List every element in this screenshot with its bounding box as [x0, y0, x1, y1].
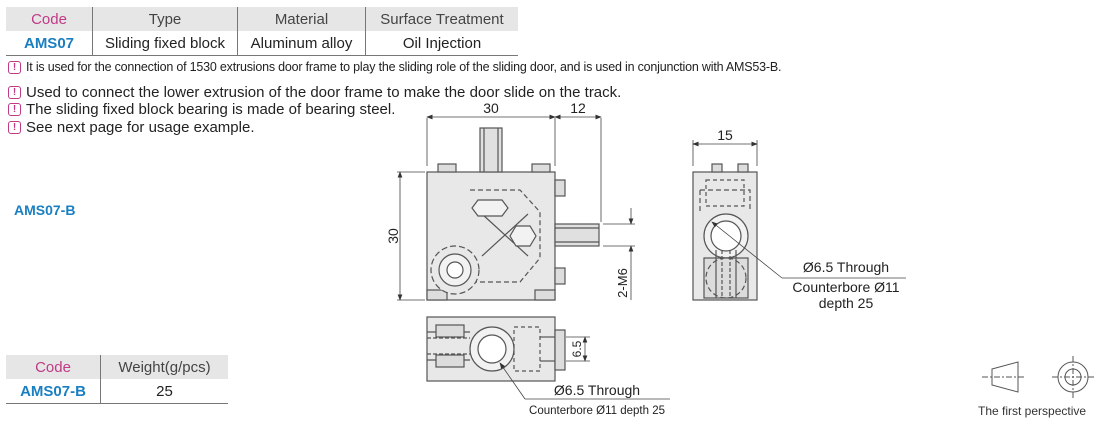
weight-table: Code Weight(g/pcs) AMS07-B 25	[6, 355, 228, 404]
header-material: Material	[237, 7, 366, 31]
cell-weight: 25	[100, 379, 228, 404]
header-surface-treatment: Surface Treatment	[365, 7, 518, 31]
bottom-view	[426, 316, 566, 382]
warning-icon: !	[8, 103, 21, 116]
note-text: The sliding fixed block bearing is made …	[26, 101, 396, 118]
cell-type: Sliding fixed block	[92, 31, 238, 56]
note-text: Used to connect the lower extrusion of t…	[26, 84, 622, 101]
header-type: Type	[92, 7, 238, 31]
table-row: AMS07-B 25	[6, 379, 228, 404]
cell-code: AMS07	[6, 31, 93, 56]
dim-bottom-6-5: 6.5	[570, 340, 584, 357]
cell-surface-treatment: Oil Injection	[365, 31, 518, 56]
dim-offset-12: 12	[570, 100, 586, 116]
spec-table: Code Type Material Surface Treatment AMS…	[6, 7, 518, 56]
side-dimensions	[692, 140, 906, 279]
bottom-hole-label-2: Counterbore Ø11 depth 25	[529, 405, 665, 417]
warning-icon: !	[8, 60, 21, 74]
dim-height-30: 30	[385, 228, 401, 244]
side-hole-label-1: Ø6.5 Through	[803, 259, 889, 275]
note-text: It is used for the connection of 1530 ex…	[26, 60, 782, 74]
perspective-label: The first perspective	[978, 404, 1087, 418]
front-dimensions	[397, 114, 635, 301]
dim-thread: 2-M6	[615, 268, 630, 298]
dim-width-30: 30	[483, 100, 499, 116]
spec-table-header: Code Type Material Surface Treatment	[6, 7, 518, 31]
note-4: ! See next page for usage example.	[8, 119, 255, 136]
note-text: See next page for usage example.	[26, 119, 255, 136]
warning-icon: !	[8, 121, 21, 134]
bottom-hole-label-1: Ø6.5 Through	[554, 382, 640, 398]
cell-material: Aluminum alloy	[237, 31, 366, 56]
note-3: ! The sliding fixed block bearing is made…	[8, 101, 395, 118]
header-code: Code	[6, 355, 101, 379]
model-label: AMS07-B	[14, 202, 76, 218]
header-weight: Weight(g/pcs)	[100, 355, 228, 379]
side-view	[692, 163, 758, 301]
note-1: ! It is used for the connection of 1530 e…	[8, 60, 781, 74]
header-code: Code	[6, 7, 93, 31]
side-hole-label-3: depth 25	[819, 295, 874, 311]
front-view	[426, 127, 600, 301]
weight-table-header: Code Weight(g/pcs)	[6, 355, 228, 379]
side-hole-label-2: Counterbore Ø11	[792, 279, 899, 295]
note-2: ! Used to connect the lower extrusion of …	[8, 84, 621, 101]
dim-side-15: 15	[717, 127, 733, 143]
warning-icon: !	[8, 86, 21, 99]
table-row: AMS07 Sliding fixed block Aluminum alloy…	[6, 31, 518, 56]
cell-code: AMS07-B	[6, 379, 101, 404]
projection-symbol-icon	[982, 356, 1094, 398]
bottom-dimensions	[499, 336, 670, 400]
